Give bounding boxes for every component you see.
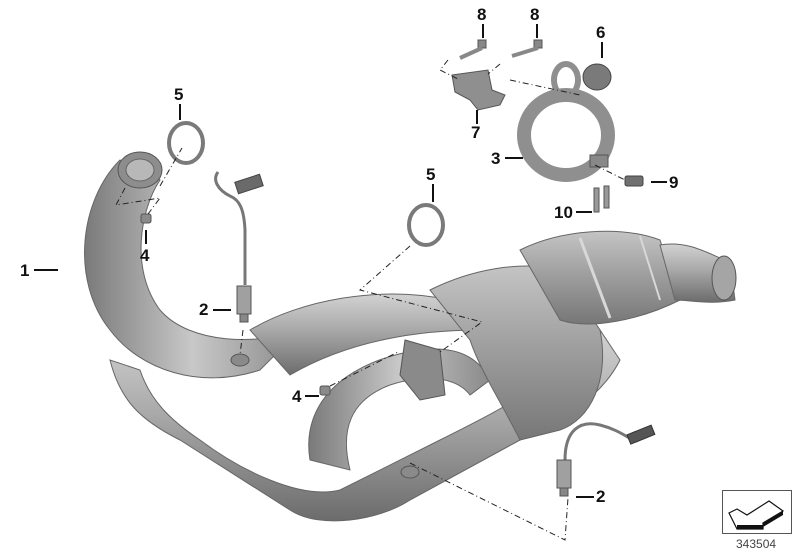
leader-line: [432, 184, 434, 202]
rubber-buffer: [582, 63, 612, 91]
callout-8-left: 8: [477, 5, 487, 24]
callout-1: 1: [20, 261, 30, 280]
assembly-lines: [115, 59, 626, 541]
oxygen-sensor-front: [214, 171, 264, 323]
diagram-reference-number: 343504: [736, 537, 777, 551]
callout-8-right: 8: [530, 5, 540, 24]
leader-line: [476, 110, 478, 124]
callout-9: 9: [669, 173, 679, 192]
callout-10: 10: [554, 203, 573, 222]
bolt-left: [459, 39, 487, 60]
callout-6: 6: [596, 23, 606, 42]
leader-line: [145, 230, 147, 244]
leader-line: [213, 309, 231, 311]
clamp-screw: [593, 185, 610, 213]
gasket-ring-center: [407, 203, 445, 247]
leader-line: [601, 42, 603, 58]
bolt-right: [511, 39, 543, 58]
leader-line: [576, 211, 592, 213]
clamp-nut-block: [624, 175, 644, 187]
callout-4-upper: 4: [140, 246, 150, 265]
exhaust-manifold: [84, 151, 737, 522]
orientation-arrow-box: [722, 490, 792, 534]
nut-upper: [140, 213, 152, 224]
oxygen-sensor-rear: [556, 422, 656, 497]
leader-line: [536, 24, 538, 38]
nut-lower: [319, 385, 331, 396]
gasket-ring-left: [167, 121, 205, 165]
callout-5-center: 5: [426, 165, 436, 184]
leader-line: [482, 24, 484, 38]
leader-line: [651, 181, 667, 183]
callout-5-left: 5: [174, 85, 184, 104]
callout-2-rear: 2: [596, 487, 606, 506]
leader-line: [505, 157, 523, 159]
callout-7: 7: [471, 123, 481, 142]
callout-2-front: 2: [199, 300, 209, 319]
leader-line: [179, 104, 181, 120]
leader-line: [576, 496, 594, 498]
leader-line: [305, 395, 319, 397]
callout-4-lower: 4: [292, 387, 302, 406]
bracket: [451, 69, 506, 111]
callout-3: 3: [491, 149, 501, 168]
orientation-arrow-icon: [728, 500, 785, 530]
leader-line: [34, 269, 58, 271]
